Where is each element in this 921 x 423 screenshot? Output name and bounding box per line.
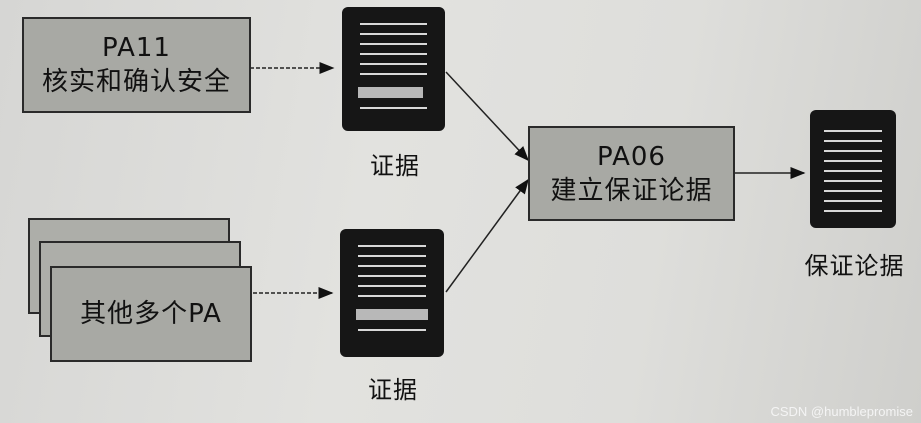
other-pa-box: 其他多个PA <box>50 266 252 362</box>
other-pa-label: 其他多个PA <box>80 299 222 329</box>
pa06-title: PA06 <box>597 141 666 172</box>
pa11-box: PA11 核实和确认安全 <box>22 17 251 113</box>
watermark: CSDN @humblepromise <box>770 404 913 419</box>
arrow-evidence-bottom-to-pa06 <box>445 178 529 293</box>
pa11-subtitle: 核实和确认安全 <box>41 67 231 97</box>
evidence-label-top: 证据 <box>370 152 420 180</box>
assurance-case-document <box>810 110 896 228</box>
arrow-evidence-top-to-pa06 <box>445 71 530 162</box>
evidence-document-top <box>342 7 445 131</box>
pa11-title: PA11 <box>102 33 171 63</box>
evidence-document-bottom <box>340 229 444 357</box>
pa06-box: PA06 建立保证论据 <box>528 126 735 221</box>
assurance-case-label: 保证论据 <box>804 252 905 280</box>
pa06-subtitle: 建立保证论据 <box>550 175 713 206</box>
evidence-label-bottom: 证据 <box>368 376 418 404</box>
